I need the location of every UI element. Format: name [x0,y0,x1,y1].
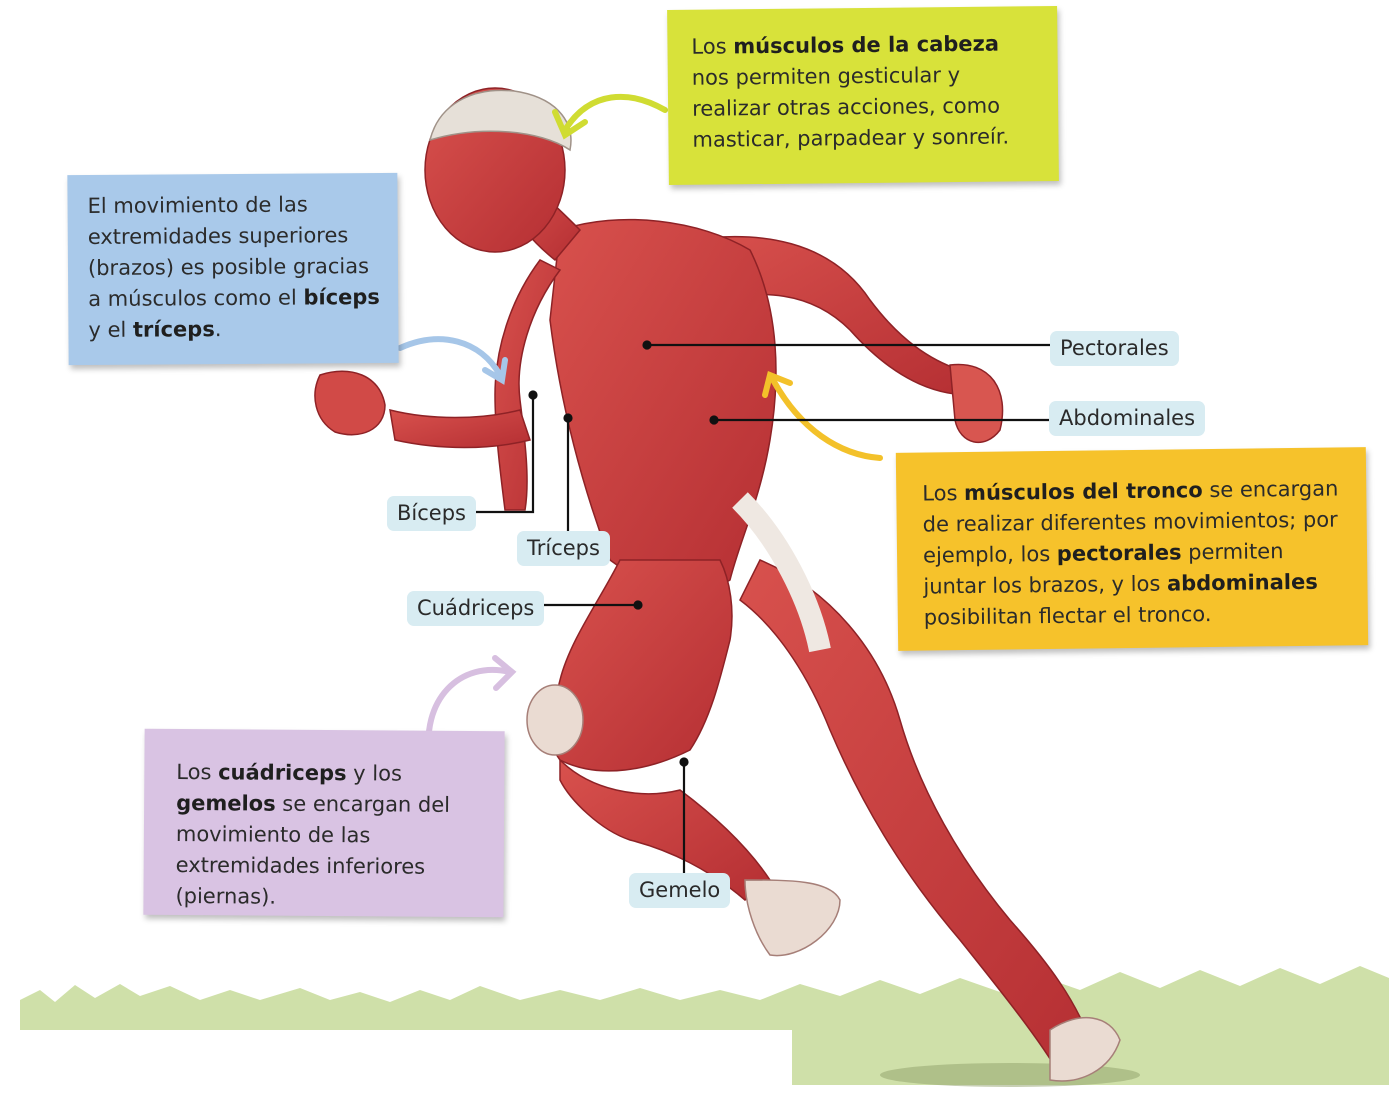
legs-text-1: Los [176,759,219,785]
back-foot [1049,1016,1121,1082]
front-fist [314,370,386,436]
legs-muscles-box: Los cuádriceps y los gemelos se encargan… [143,728,505,918]
back-hand [949,363,1004,444]
trunk-bold-3: abdominales [1166,569,1318,596]
trunk-text-1: Los [922,481,965,506]
arrow-head-box [562,93,668,133]
leader-biceps [476,395,535,514]
head-text-2: nos permiten gesticular y realizar otras… [691,62,1010,152]
skull-top [428,89,572,152]
label-triceps: Tríceps [517,531,610,566]
legs-bold-2: gemelos [176,790,276,816]
arms-bold-1: bíceps [303,284,380,310]
label-biceps: Bíceps [387,496,476,531]
arms-text-3: . [214,317,222,342]
trunk-bold-2: pectorales [1056,540,1182,566]
arms-text-2: y el [88,317,134,343]
legs-text-2: y los [346,761,403,786]
arms-bold-2: tríceps [132,317,215,342]
arrow-arms-box [397,336,503,378]
leader-lines [476,340,1052,875]
label-pectorales: Pectorales [1050,331,1179,366]
head-muscles-box: Los músculos de la cabeza nos permiten g… [667,5,1059,186]
label-cuadriceps: Cuádriceps [407,591,545,626]
legs-bold-1: cuádriceps [218,760,347,786]
front-foot [744,879,841,957]
running-figure [314,87,1121,1082]
bottom-white-panel [20,1030,792,1094]
label-gemelo: Gemelo [629,873,731,908]
head-text-1: Los [691,34,734,59]
trunk-muscles-box: Los músculos del tronco se encargan de r… [895,447,1369,651]
arms-muscles-box: El movimiento de las extremidades superi… [67,172,399,366]
arrow-trunk-box [769,375,883,461]
trunk-bold-1: músculos del tronco [963,478,1203,506]
head-bold-1: músculos de la cabeza [733,31,1000,59]
trunk-text-4: posibilitan flectar el tronco. [923,602,1212,630]
label-abdominales: Abdominales [1049,401,1206,436]
